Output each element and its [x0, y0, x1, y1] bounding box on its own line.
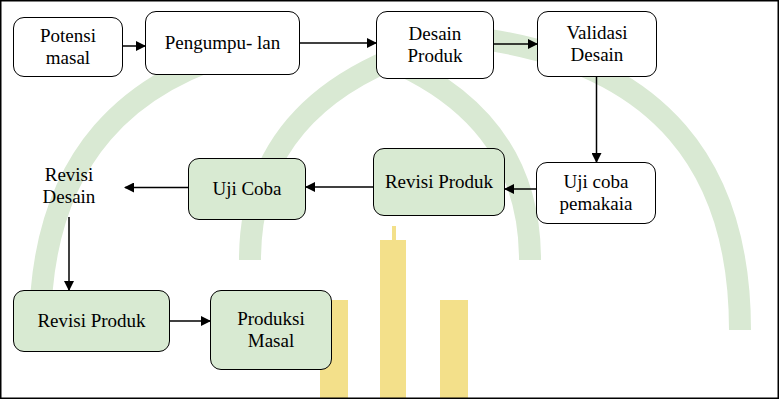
flow-arrow: [306, 186, 373, 188]
box-label: Revisi Desain: [22, 164, 116, 208]
flow-arrow: [494, 43, 537, 45]
flow-arrow: [300, 42, 376, 44]
box-label: Validasi Desain: [546, 22, 648, 66]
watermark-bar: [380, 240, 406, 399]
box-label: Produksi Masal: [219, 308, 323, 352]
box-label: Uji coba pemakaia: [545, 171, 647, 215]
watermark-spire: [392, 226, 396, 246]
watermark-letters: [320, 226, 468, 399]
flow-arrow: [596, 77, 598, 162]
process-box: Produksi Masal: [210, 290, 332, 370]
process-box: Uji coba pemakaia: [536, 162, 656, 224]
watermark-bar: [440, 300, 468, 399]
process-box: Revisi Produk: [373, 148, 505, 216]
flow-arrow: [170, 320, 210, 322]
flow-arrow: [68, 217, 70, 290]
box-label: Revisi Produk: [37, 310, 145, 332]
box-label: Desain Produk: [385, 23, 485, 67]
flow-arrow: [125, 187, 188, 189]
box-label: Pengumpu- lan: [165, 32, 281, 54]
box-label: Revisi Produk: [385, 171, 493, 193]
process-step: Revisi Desain: [13, 155, 125, 217]
process-box: Validasi Desain: [537, 11, 657, 77]
flow-arrow: [505, 188, 536, 190]
process-box: Pengumpu- lan: [145, 11, 300, 75]
flow-arrow: [123, 45, 145, 47]
box-label: Potensi masal: [22, 25, 114, 69]
process-box: Revisi Produk: [13, 290, 170, 352]
process-box: Potensi masal: [13, 17, 123, 77]
process-box: Uji Coba: [188, 158, 306, 220]
process-box: Desain Produk: [376, 11, 494, 79]
box-label: Uji Coba: [212, 178, 281, 200]
